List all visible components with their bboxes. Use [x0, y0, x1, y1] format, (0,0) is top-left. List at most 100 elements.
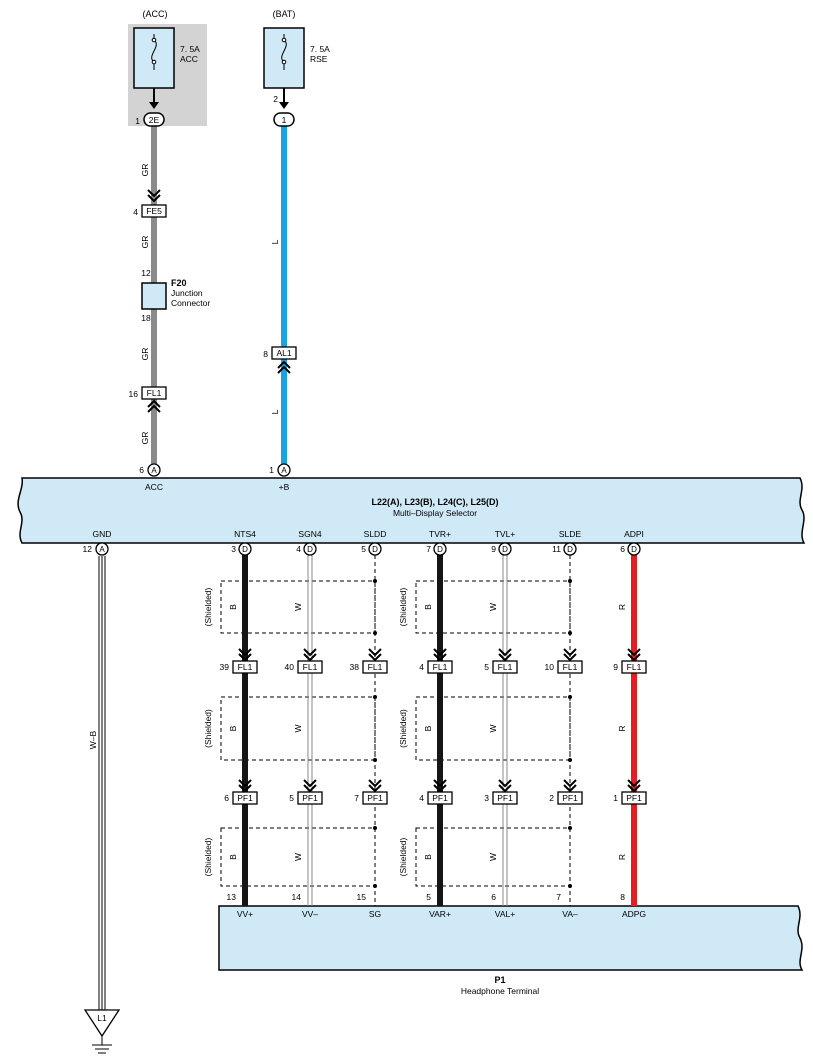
- headphone-code: P1: [494, 975, 505, 985]
- drain-junction: [373, 884, 377, 888]
- shielded-label: (Shielded): [398, 587, 408, 626]
- fl1-pin: 40: [285, 662, 295, 672]
- drain-junction: [568, 631, 572, 635]
- pf1-connector: [232, 791, 258, 805]
- ground-symbol-icon: [83, 1009, 121, 1038]
- bat-fuse-rating: 7. 5A: [310, 44, 330, 54]
- signal-pin-circle: [563, 542, 577, 556]
- pf1-connector: [557, 791, 583, 805]
- drain-junction: [568, 695, 572, 699]
- shielded-label: (Shielded): [203, 587, 213, 626]
- wire-color-label: B: [228, 854, 238, 860]
- fl1-connector: [557, 660, 583, 674]
- wire-color-label: W: [293, 853, 303, 861]
- signal-pin: 3: [231, 544, 236, 554]
- signal-pin-circle: [303, 542, 317, 556]
- chevron-down-icon: [563, 779, 577, 793]
- signal-conn: D: [631, 545, 637, 554]
- selector-subtitle: Multi–Display Selector: [393, 508, 477, 518]
- pf1-label: PF1: [626, 793, 642, 803]
- signal-label: TVR+: [429, 529, 451, 539]
- drain-junction: [373, 758, 377, 762]
- fl1-pin: 4: [419, 662, 424, 672]
- p1-pin: 5: [426, 892, 431, 902]
- shielded-label: (Shielded): [203, 837, 213, 876]
- wire-color-label: W: [488, 853, 498, 861]
- selector-acc-pin-circle: [147, 463, 161, 477]
- selector-acc-conn: A: [151, 466, 157, 475]
- wire-color-label: W: [488, 724, 498, 732]
- fl1-label: FL1: [627, 662, 642, 672]
- bat-down-arrow-icon: [279, 102, 289, 109]
- shield-box: [415, 696, 571, 761]
- fl1-connector: [232, 660, 258, 674]
- fe5-pin: 4: [133, 207, 138, 217]
- selector-b-pin: 1: [269, 465, 274, 475]
- p1-pin: 8: [620, 892, 625, 902]
- p1-pin: 14: [292, 892, 302, 902]
- wire-color-label: W: [488, 603, 498, 611]
- chevron-down-icon: [433, 779, 447, 793]
- fl1-connector: [427, 660, 453, 674]
- pf1-pin: 5: [289, 793, 294, 803]
- signal-wires: (Shielded) (Shielded) (Shielded) (Shielded)…: [203, 529, 647, 919]
- selector-acc-label: ACC: [145, 482, 163, 492]
- wire-color-label: R: [617, 604, 627, 610]
- selector-b-conn: A: [281, 466, 287, 475]
- fe5-connector: [141, 204, 167, 218]
- wire-color-label: GR: [140, 236, 150, 249]
- fl1-pin: 9: [613, 662, 618, 672]
- selector-b-pin-circle: [277, 463, 291, 477]
- junction-code: F20: [171, 278, 187, 288]
- signal-pin: 6: [620, 544, 625, 554]
- headphone-box: [218, 905, 804, 971]
- shielded-label: (Shielded): [398, 837, 408, 876]
- fl1-pin: 5: [484, 662, 489, 672]
- fl1-connector: [492, 660, 518, 674]
- acc-down-arrow-icon: [149, 102, 159, 109]
- junction-connector-box: [141, 282, 167, 310]
- bat-fuse-pin: 2: [273, 94, 278, 104]
- pf1-label: PF1: [562, 793, 578, 803]
- bat-connector-oval: [273, 112, 295, 127]
- acc-fuse-rating: 7. 5A: [180, 44, 200, 54]
- fl1-pin: 39: [220, 662, 230, 672]
- chevron-down-icon: [433, 648, 447, 662]
- pf1-connector: [427, 791, 453, 805]
- drain-junction: [373, 695, 377, 699]
- drain-junction: [568, 579, 572, 583]
- wire-color-label: W: [293, 603, 303, 611]
- shielded-label: (Shielded): [398, 709, 408, 748]
- wire-color-label: B: [423, 725, 433, 731]
- gnd-wire-label: W–B: [88, 730, 98, 749]
- chevron-down-icon: [147, 189, 161, 203]
- pf1-pin: 6: [224, 793, 229, 803]
- fl1-pin: 38: [350, 662, 360, 672]
- al1-pin: 8: [263, 349, 268, 359]
- fl1-connector: [362, 660, 388, 674]
- signal-conn: D: [502, 545, 508, 554]
- acc-fuse-name: ACC: [180, 54, 198, 64]
- fl1-label: FL1: [238, 662, 253, 672]
- acc-fl1-label: FL1: [147, 388, 162, 398]
- drain-junction: [373, 579, 377, 583]
- drain-junction: [568, 826, 572, 830]
- acc-fuse-terminal-bottom: [151, 59, 157, 65]
- wire-color-label: R: [617, 725, 627, 731]
- signal-pin: 9: [491, 544, 496, 554]
- wire-color-label: B: [228, 604, 238, 610]
- fl1-label: FL1: [368, 662, 383, 672]
- bat-connector-label: 1: [282, 115, 287, 125]
- pf1-connector: [492, 791, 518, 805]
- chevron-down-icon: [238, 648, 252, 662]
- shield-box: [220, 580, 376, 634]
- acc-fl1-pin: 16: [129, 389, 139, 399]
- p1-label: SG: [369, 909, 381, 919]
- fe5-label: FE5: [146, 206, 162, 216]
- acc-fuse-terminal-top: [151, 37, 157, 43]
- pf1-label: PF1: [302, 793, 318, 803]
- junction-pin-top: 12: [141, 268, 151, 278]
- p1-label: VV–: [302, 909, 318, 919]
- wire-color-label: GR: [140, 348, 150, 361]
- signal-pin: 4: [296, 544, 301, 554]
